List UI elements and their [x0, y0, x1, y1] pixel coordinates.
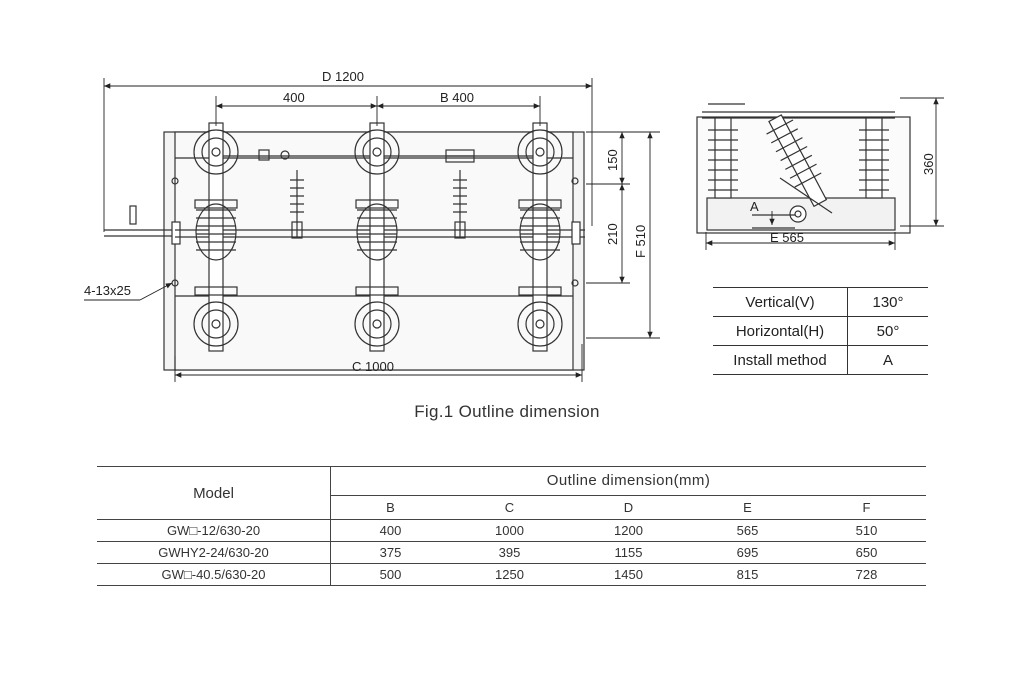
value-cell: 815	[688, 563, 807, 586]
angle-label: Horizontal(H)	[713, 316, 848, 346]
column-header: B	[330, 494, 450, 521]
model-cell: GW□-12/630-20	[97, 519, 331, 542]
table-row: GWHY2-24/630-20 375 395 1155 695 650	[97, 541, 926, 564]
side-insulator-left	[708, 117, 738, 199]
dimension-table: Model Outline dimension(mm) B C D E F GW…	[97, 466, 926, 586]
dim-e-label: E 565	[770, 230, 804, 245]
value-cell: 400	[330, 519, 450, 542]
group-header: Outline dimension(mm)	[330, 466, 926, 496]
dim-360-label: 360	[921, 153, 936, 175]
hole-label: 4-13x25	[84, 283, 131, 298]
value-cell: 565	[688, 519, 807, 542]
angle-table: Vertical(V) 130° Horizontal(H) 50° Insta…	[713, 287, 928, 375]
dim-210-label: 210	[605, 223, 620, 245]
front-dimensions	[84, 78, 660, 382]
dim-b-label: B 400	[440, 90, 474, 105]
table-row: GW□-40.5/630-20 500 1250 1450 815 728	[97, 563, 926, 586]
column-header: E	[688, 494, 807, 521]
table-row: Vertical(V) 130°	[713, 287, 928, 317]
side-dimensions	[705, 97, 944, 250]
value-cell: 395	[450, 541, 569, 564]
arrester-1	[290, 170, 304, 239]
column-header: D	[569, 494, 688, 521]
outline-drawing: D 1200 400 B 400 C 1000 4-13x25 150 210 …	[84, 69, 944, 382]
front-view	[104, 122, 585, 371]
value-cell: 375	[330, 541, 450, 564]
value-cell: 500	[330, 563, 450, 586]
column-header: C	[450, 494, 569, 521]
table-row: GW□-12/630-20 400 1000 1200 565 510	[97, 519, 926, 542]
value-cell: 695	[688, 541, 807, 564]
angle-value: A	[847, 345, 928, 375]
model-header: Model	[97, 466, 331, 520]
pole-right	[517, 122, 563, 352]
column-header: F	[807, 494, 926, 521]
value-cell: 728	[807, 563, 926, 586]
arrester-2	[453, 170, 467, 239]
dim-150-label: 150	[605, 149, 620, 171]
value-cell: 510	[807, 519, 926, 542]
dim-400-label: 400	[283, 90, 305, 105]
value-cell: 1450	[569, 563, 688, 586]
angle-label: Vertical(V)	[713, 287, 848, 317]
dim-f-label: F 510	[633, 225, 648, 258]
angle-value: 130°	[847, 287, 928, 317]
model-cell: GW□-40.5/630-20	[97, 563, 331, 586]
angle-a-label: A	[750, 199, 759, 214]
angle-label: Install method	[713, 345, 848, 375]
side-view	[696, 103, 911, 234]
angle-value: 50°	[847, 316, 928, 346]
table-row: Install method A	[713, 345, 928, 375]
model-cell: GWHY2-24/630-20	[97, 541, 331, 564]
dim-d-label: D 1200	[322, 69, 364, 84]
side-insulator-right	[859, 117, 889, 199]
figure-caption: Fig.1 Outline dimension	[414, 402, 600, 421]
value-cell: 1250	[450, 563, 569, 586]
value-cell: 1000	[450, 519, 569, 542]
value-cell: 1200	[569, 519, 688, 542]
table-row: Horizontal(H) 50°	[713, 316, 928, 346]
value-cell: 650	[807, 541, 926, 564]
dim-c-label: C 1000	[352, 359, 394, 374]
value-cell: 1155	[569, 541, 688, 564]
side-blade	[766, 114, 828, 208]
